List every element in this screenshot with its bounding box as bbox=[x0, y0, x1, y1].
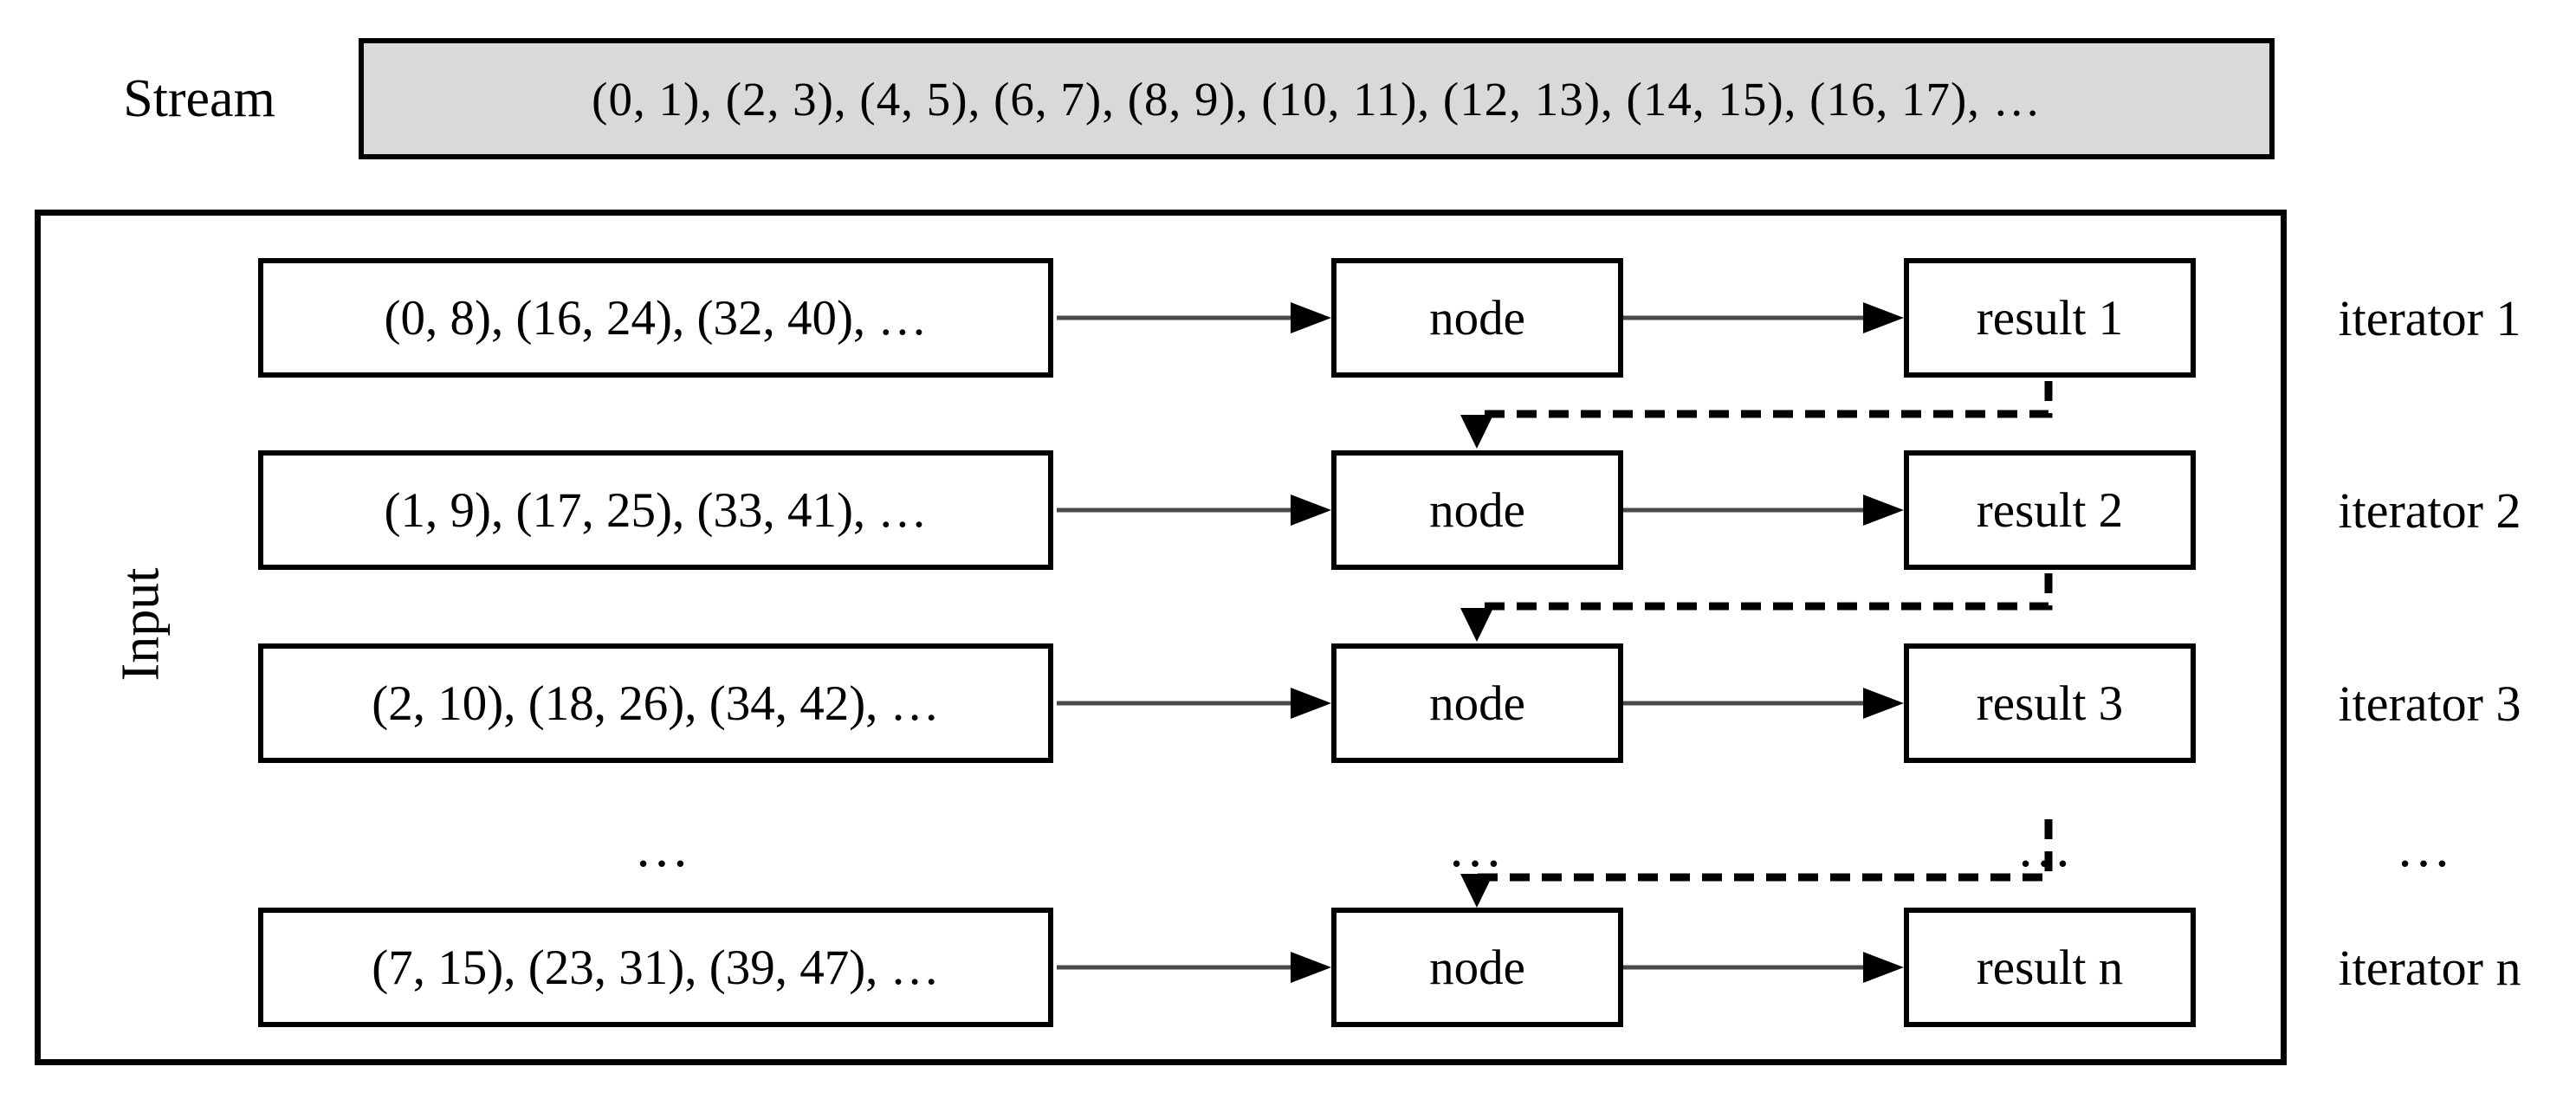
node-box-iterator-1: node bbox=[1331, 258, 1623, 378]
node-column-ellipsis: … bbox=[1447, 817, 1506, 879]
input-box-iterator-1: (0, 8), (16, 24), (32, 40), … bbox=[258, 258, 1053, 378]
input-group-label: Input bbox=[111, 567, 171, 682]
node-box-iterator-3: node bbox=[1331, 643, 1623, 763]
iterator-3-label: iterator 3 bbox=[2338, 675, 2521, 732]
stream-values-box: (0, 1), (2, 3), (4, 5), (6, 7), (8, 9), … bbox=[359, 38, 2275, 159]
iterator-column-ellipsis: … bbox=[2396, 817, 2455, 879]
input-box-iterator-n: (7, 15), (23, 31), (39, 47), … bbox=[258, 908, 1053, 1027]
input-group-box bbox=[35, 210, 2287, 1065]
input-box-iterator-2: (1, 9), (17, 25), (33, 41), … bbox=[258, 450, 1053, 570]
iterator-n-label: iterator n bbox=[2338, 939, 2521, 996]
node-box-iterator-2: node bbox=[1331, 450, 1623, 570]
result-box-iterator-1: result 1 bbox=[1904, 258, 2196, 378]
node-box-iterator-n: node bbox=[1331, 908, 1623, 1027]
iterator-2-label: iterator 2 bbox=[2338, 482, 2521, 539]
result-box-iterator-2: result 2 bbox=[1904, 450, 2196, 570]
result-column-ellipsis: … bbox=[2016, 817, 2075, 879]
iterator-1-label: iterator 1 bbox=[2338, 289, 2521, 346]
stream-label: Stream bbox=[123, 68, 275, 128]
input-box-iterator-3: (2, 10), (18, 26), (34, 42), … bbox=[258, 643, 1053, 763]
result-box-iterator-n: result n bbox=[1904, 908, 2196, 1027]
input-column-ellipsis: … bbox=[634, 817, 693, 879]
result-box-iterator-3: result 3 bbox=[1904, 643, 2196, 763]
